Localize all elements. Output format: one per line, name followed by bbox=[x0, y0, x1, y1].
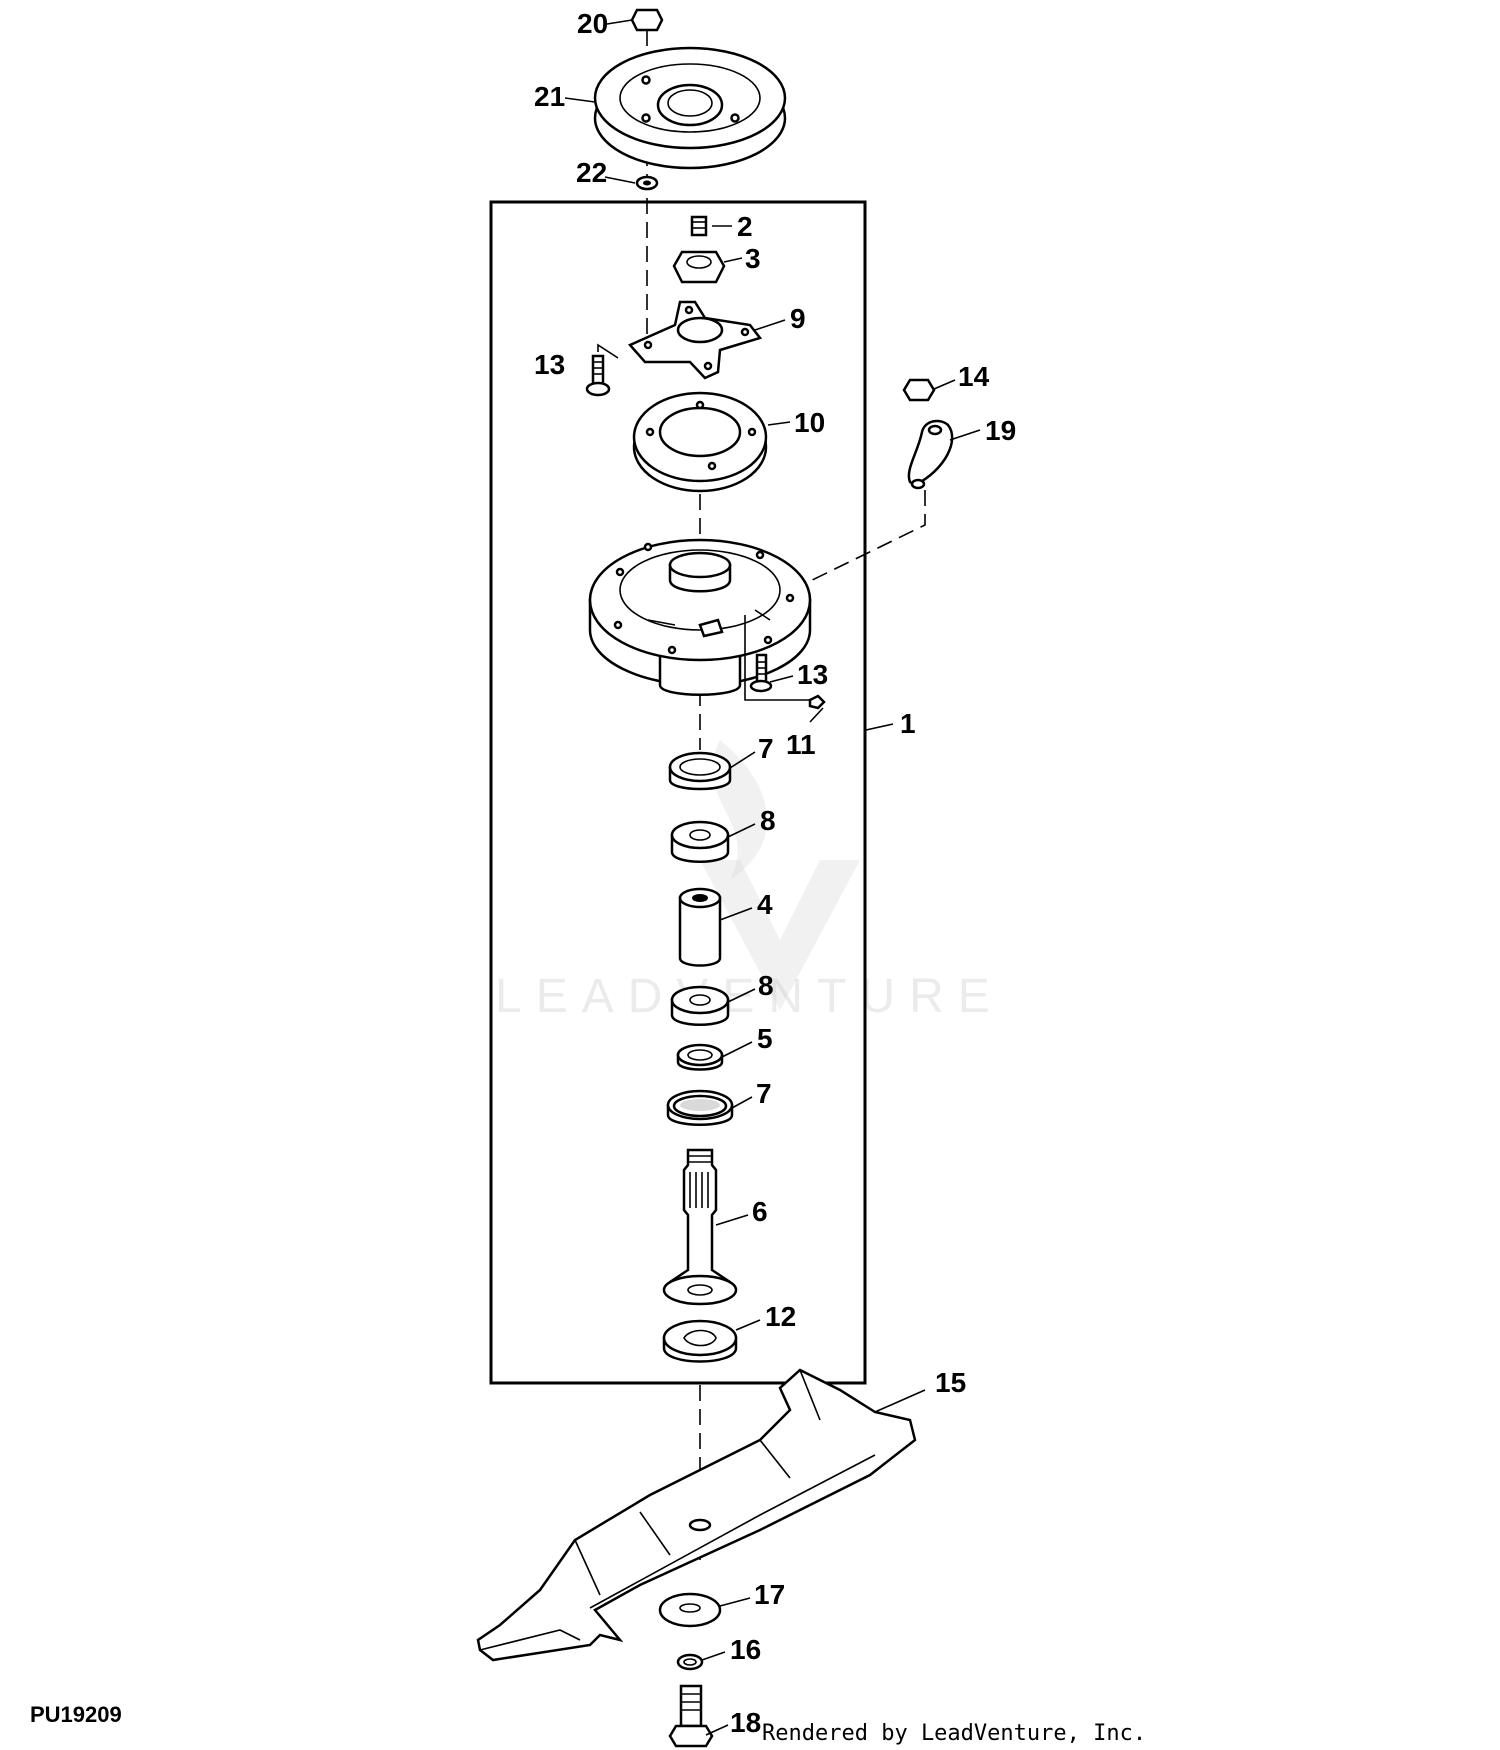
part-19-plate bbox=[907, 419, 954, 490]
leader-lines bbox=[564, 19, 981, 1736]
callout-4: 4 bbox=[757, 889, 773, 920]
callout-8-lower: 8 bbox=[758, 970, 774, 1001]
part-7-seal-upper bbox=[668, 751, 732, 791]
part-17-washer bbox=[658, 1592, 722, 1628]
part-2-grease-fitting bbox=[690, 215, 708, 237]
render-credit: Rendered by LeadVenture, Inc. bbox=[762, 1721, 1146, 1746]
callout-11: 11 bbox=[786, 729, 816, 760]
callout-1: 1 bbox=[900, 708, 916, 739]
callout-6: 6 bbox=[752, 1196, 768, 1227]
callout-19: 19 bbox=[985, 415, 1016, 446]
callout-5: 5 bbox=[757, 1023, 773, 1054]
callout-labels: 20 21 22 2 3 9 13 10 14 19 13 11 1 7 8 4… bbox=[534, 8, 1016, 1738]
part-8-bearing-upper bbox=[670, 820, 730, 863]
spindle-housing bbox=[588, 538, 812, 696]
callout-20: 20 bbox=[577, 8, 608, 39]
callout-9: 9 bbox=[790, 303, 806, 334]
watermark: LEADVENTURE bbox=[495, 740, 1004, 1023]
bolt-lower-guide bbox=[744, 615, 810, 701]
part-7-seal-lower bbox=[666, 1089, 734, 1126]
callout-18: 18 bbox=[730, 1707, 761, 1738]
part-12-retainer bbox=[662, 1319, 738, 1363]
callout-13-lower: 13 bbox=[797, 659, 828, 690]
figure-id: PU19209 bbox=[30, 1702, 122, 1727]
callout-21: 21 bbox=[534, 81, 565, 112]
watermark-text: LEADVENTURE bbox=[495, 970, 1004, 1023]
part-21-pulley bbox=[593, 46, 787, 170]
callout-7-upper: 7 bbox=[758, 733, 774, 764]
callout-15: 15 bbox=[935, 1367, 966, 1398]
part-22-washer bbox=[635, 175, 659, 191]
part-5-washer bbox=[676, 1043, 724, 1071]
callout-7-lower: 7 bbox=[756, 1078, 772, 1109]
part-16-lock-washer bbox=[676, 1653, 704, 1671]
part-6-shaft bbox=[662, 1148, 738, 1306]
callout-2: 2 bbox=[737, 211, 753, 242]
part-13-bolt-upper bbox=[585, 343, 619, 397]
assembly-box bbox=[489, 200, 867, 1385]
callout-8-upper: 8 bbox=[760, 805, 776, 836]
part-18-bolt bbox=[668, 1684, 714, 1748]
callout-17: 17 bbox=[754, 1579, 785, 1610]
callout-14: 14 bbox=[958, 361, 990, 392]
part-20-nut bbox=[630, 8, 664, 32]
part-13-bolt-lower bbox=[749, 653, 773, 693]
callout-12: 12 bbox=[765, 1301, 796, 1332]
part-15-blade bbox=[476, 1368, 917, 1662]
part-10-bearing-plate bbox=[632, 391, 768, 493]
callout-3: 3 bbox=[745, 243, 761, 274]
part-11-fitting bbox=[808, 694, 826, 710]
plate-axis-line bbox=[719, 490, 926, 626]
part-4-spacer bbox=[678, 887, 722, 967]
callout-22: 22 bbox=[576, 157, 607, 188]
callout-16: 16 bbox=[730, 1634, 761, 1665]
part-9-hub bbox=[627, 300, 763, 380]
part-14-nut bbox=[902, 378, 936, 402]
callout-13-upper: 13 bbox=[534, 349, 565, 380]
callout-10: 10 bbox=[794, 407, 825, 438]
part-8-bearing-lower bbox=[670, 985, 730, 1026]
part-3-nut bbox=[672, 250, 726, 284]
